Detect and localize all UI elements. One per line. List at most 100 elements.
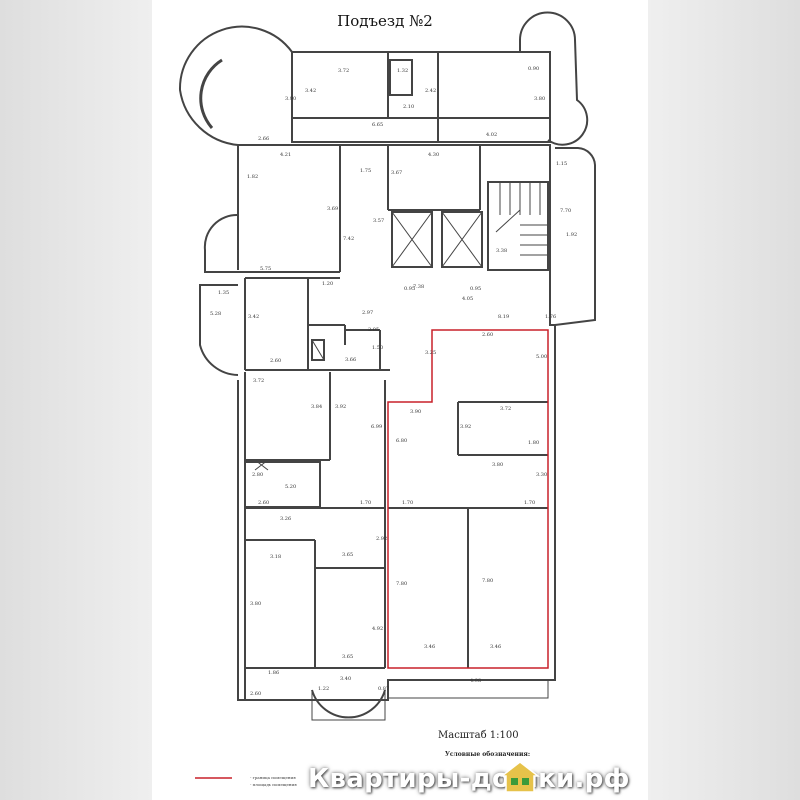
dim-label: 2.60 <box>482 332 493 338</box>
dim-label: 3.30 <box>536 472 547 478</box>
dim-label: 2.80 <box>252 472 263 478</box>
dim-label: 1.70 <box>402 500 413 506</box>
dim-label: 3.65 <box>342 552 353 558</box>
dimension-labels: 3.72 3.42 3.90 1.32 2.10 2.42 3.80 4.02 … <box>210 66 577 697</box>
shaft-niche <box>311 339 325 361</box>
dim-label: 1.20 <box>322 281 333 287</box>
dim-label: 6.80 <box>396 438 407 444</box>
dim-label: 3.66 <box>345 357 356 363</box>
dim-label: 2.66 <box>258 136 269 142</box>
dim-label: 7.42 <box>343 236 354 242</box>
dim-label: 3.46 <box>424 644 435 650</box>
balcony-bottom <box>387 679 549 699</box>
top-block-outline <box>291 51 551 143</box>
dim-label: 3.38 <box>496 248 507 254</box>
dim-label: 3.80 <box>250 601 261 607</box>
dim-label: 2.05 <box>368 327 379 333</box>
bay-window-left <box>203 213 239 273</box>
dim-label: 3.72 <box>338 68 349 74</box>
legend-heading: Условные обозначения: <box>445 751 530 758</box>
dim-label: 3.90 <box>285 96 296 102</box>
dim-label: 0.87 <box>378 686 389 692</box>
dim-label: 3.42 <box>248 314 259 320</box>
dim-label: 2.10 <box>403 104 414 110</box>
apartment-boundary-highlight <box>387 329 549 669</box>
scale-label: Масштаб 1:100 <box>438 730 519 741</box>
dim-label: 1.32 <box>397 68 408 74</box>
dim-label: 2.97 <box>362 310 373 316</box>
dim-label: 2.92 <box>376 536 387 542</box>
dim-label: 1.70 <box>524 500 535 506</box>
dim-label: 3.84 <box>311 404 322 410</box>
dim-label: 2.60 <box>258 500 269 506</box>
dim-label: 5.00 <box>536 354 547 360</box>
dim-label: 4.21 <box>280 152 291 158</box>
dim-label: 3.67 <box>391 170 402 176</box>
staircase <box>487 181 549 271</box>
dim-label: 2.60 <box>270 358 281 364</box>
dim-label: 7.80 <box>396 581 407 587</box>
dim-label: 3.90 <box>410 409 421 415</box>
blurred-background-right <box>648 0 800 800</box>
bay-window-bottom <box>311 689 386 719</box>
balcony-left <box>199 284 239 376</box>
dim-label: 3.69 <box>327 206 338 212</box>
dim-label: 5.20 <box>285 484 296 490</box>
dim-label: 4.92 <box>372 626 383 632</box>
bay-inner-arc <box>199 58 223 129</box>
dim-label: 2.42 <box>425 88 436 94</box>
elevator-shaft-2 <box>441 211 483 268</box>
legend-item-2: - площадь помещения <box>250 782 297 787</box>
dim-label: 1.92 <box>566 232 577 238</box>
dim-label: 1.50 <box>372 345 383 351</box>
shaft-cross <box>254 459 269 471</box>
watermark: Квартиры-до ики.рф <box>300 758 645 798</box>
dim-label: 1.22 <box>318 686 329 692</box>
dim-label: 7.80 <box>482 578 493 584</box>
dim-label: 5.75 <box>260 266 271 272</box>
plan-title: Подъезд №2 <box>337 12 433 30</box>
watermark-text: Квартиры-до ики.рф <box>308 764 630 794</box>
dim-label: 2.60 <box>250 691 261 697</box>
dim-label: 1.70 <box>360 500 371 506</box>
dim-label: 3.92 <box>460 424 471 430</box>
walls <box>178 11 596 721</box>
dim-label: 3.46 <box>490 644 501 650</box>
dim-label: 4.02 <box>486 132 497 138</box>
dim-label: 3.80 <box>534 96 545 102</box>
dim-label: 1.75 <box>360 168 371 174</box>
dim-label: 1.15 <box>556 161 567 167</box>
outer-wall <box>237 144 556 701</box>
dim-label: 1.86 <box>268 670 279 676</box>
dim-label: 3.57 <box>373 218 384 224</box>
dim-label: 1.76 <box>545 314 556 320</box>
dim-label: 6.99 <box>371 424 382 430</box>
bay-frame <box>311 690 386 721</box>
elevator-shaft-1 <box>391 211 433 268</box>
bath-niche <box>389 59 413 96</box>
dim-label: 4.98 <box>470 678 481 684</box>
shaft-cross <box>311 339 325 361</box>
dim-label: 8.19 <box>498 314 509 320</box>
dim-label: 1.82 <box>247 174 258 180</box>
dim-label: 3.72 <box>253 378 264 384</box>
dim-label: 3.18 <box>270 554 281 560</box>
dim-label: 4.05 <box>462 296 473 302</box>
blurred-background-left <box>0 0 152 800</box>
dim-label: 7.38 <box>413 284 424 290</box>
bay-window-top-left <box>178 25 293 146</box>
stair-steps <box>495 182 548 256</box>
dim-label: 6.65 <box>372 122 383 128</box>
elevator-cross <box>441 211 483 268</box>
dim-label: 0.95 <box>404 286 415 292</box>
dim-label: 3.72 <box>500 406 511 412</box>
dim-label: 7.70 <box>560 208 571 214</box>
dim-label: 0.90 <box>528 66 539 72</box>
dim-label: 3.40 <box>340 676 351 682</box>
bay-window-top-right <box>519 11 589 146</box>
dim-label: 3.42 <box>305 88 316 94</box>
dim-label: 3.65 <box>342 654 353 660</box>
dim-label: 3.26 <box>280 516 291 522</box>
elevator-cross <box>391 211 433 268</box>
